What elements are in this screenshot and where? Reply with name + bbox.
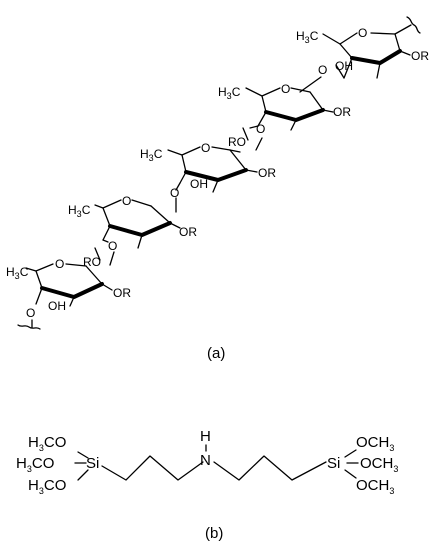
right-trimethoxysilyl-group: Si OCH3 OCH3 OCH3: [327, 434, 398, 496]
or-substituent-label: OR: [333, 105, 351, 119]
ring-oxygen-label: O: [358, 26, 367, 40]
silicon-atom-right: Si: [327, 455, 340, 472]
ro-substituent-label: RO: [228, 135, 246, 149]
methoxy-label-middle-right: OCH3: [360, 455, 398, 474]
propyl-chain-left: [101, 455, 204, 481]
ring-oxygen-label: O: [281, 82, 290, 96]
terminal-oxygen-label: O: [26, 306, 35, 320]
hydroxyl-label: OH: [48, 299, 66, 313]
methyl-label: H3C: [6, 265, 29, 281]
methoxy-label-top-right: OCH3: [356, 434, 394, 453]
ring-oxygen-label: O: [55, 257, 64, 271]
left-trimethoxysilyl-group: H3CO H3CO H3CO Si: [16, 434, 99, 496]
glycosidic-link-3: O: [170, 182, 181, 213]
propyl-chain-right: [213, 455, 327, 481]
caption-b: (b): [205, 525, 223, 542]
methyl-label: H3C: [218, 85, 241, 101]
link-oxygen-label: O: [170, 186, 179, 200]
sugar-ring-5: O H3C OH OR O: [6, 257, 131, 330]
methoxy-label-bottom-left: H3CO: [28, 477, 66, 496]
nitrogen-atom-label: N: [200, 452, 211, 469]
link-oxygen-label: O: [256, 122, 265, 136]
silicon-atom-left: Si: [86, 455, 99, 472]
or-substituent-label: OR: [258, 166, 276, 180]
link-oxygen-label: O: [318, 63, 327, 77]
methyl-label: H3C: [140, 147, 163, 163]
link-oxygen-label: O: [108, 239, 117, 253]
glycosidic-link-2: O: [249, 122, 265, 151]
sugar-ring-2: O H3C OR RO: [218, 82, 351, 149]
sugar-ring-3: O H3C OH OR: [140, 141, 276, 193]
glycosidic-link-1: O: [299, 63, 345, 93]
silane-structure: H3CO H3CO H3CO Si H N Si OCH3 OCH3 OCH3: [16, 428, 398, 542]
glycosidic-link-4: O: [102, 239, 117, 266]
methyl-label: H3C: [68, 203, 91, 219]
or-substituent-label: OR: [113, 286, 131, 300]
or-substituent-label: OR: [411, 49, 429, 63]
hydroxyl-label: OH: [190, 177, 208, 191]
polysaccharide-structure: O H3C OH OR O O H3C OR RO: [6, 16, 429, 362]
ring-oxygen-label: O: [201, 141, 210, 155]
sugar-ring-4: O H3C OR RO: [68, 194, 197, 269]
hydroxyl-label: OH: [335, 59, 353, 73]
ring-oxygen-label: O: [122, 194, 131, 208]
methoxy-label-middle-left: H3CO: [16, 455, 54, 474]
sugar-ring-1: O H3C OH OR: [296, 16, 429, 79]
methoxy-label-top-left: H3CO: [28, 434, 66, 453]
or-substituent-label: OR: [179, 225, 197, 239]
methyl-label: H3C: [296, 29, 319, 45]
amine-hydrogen-label: H: [200, 428, 211, 445]
secondary-amine: H N: [200, 428, 211, 469]
ro-substituent-label: RO: [83, 255, 101, 269]
caption-a: (a): [207, 345, 225, 362]
methoxy-label-bottom-right: OCH3: [356, 477, 394, 496]
